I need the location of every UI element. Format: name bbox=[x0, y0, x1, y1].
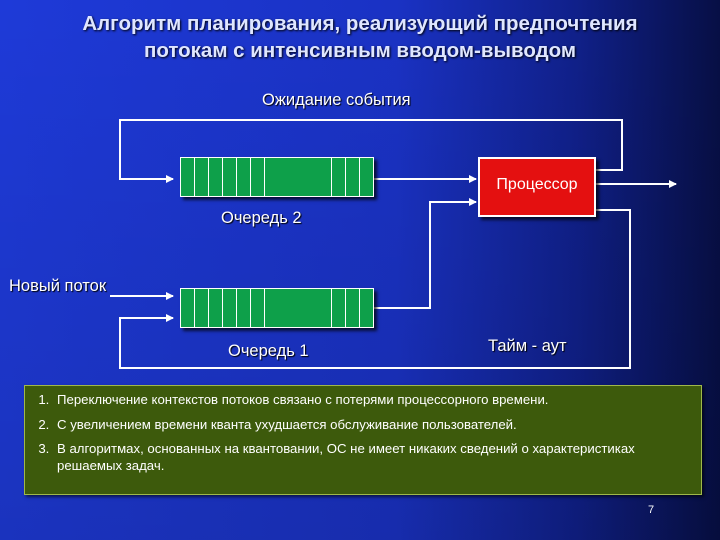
note-item-3: В алгоритмах, основанных на квантовании,… bbox=[53, 441, 691, 474]
timeout-label: Тайм - аут bbox=[488, 337, 567, 355]
queue-1-label: Очередь 1 bbox=[228, 342, 309, 360]
queue-2 bbox=[180, 157, 374, 197]
queue-1 bbox=[180, 288, 374, 328]
note-item-1: Переключение контекстов потоков связано … bbox=[53, 392, 691, 409]
notes-list: Переключение контекстов потоков связано … bbox=[25, 386, 701, 474]
event-wait-line bbox=[119, 119, 623, 183]
queue-2-label: Очередь 2 bbox=[221, 209, 302, 227]
queue1-to-processor-line bbox=[374, 198, 477, 309]
title-line-2: потокам с интенсивным вводом-выводом bbox=[143, 39, 577, 62]
timeout-loop-line bbox=[119, 209, 631, 369]
processor-label: Процессор bbox=[496, 176, 578, 193]
new-thread-label: Новый поток bbox=[9, 277, 107, 295]
notes-box: Переключение контекстов потоков связано … bbox=[24, 385, 702, 495]
event-wait-label: Ожидание события bbox=[262, 91, 411, 109]
page-number: 7 bbox=[648, 504, 655, 516]
processor-box: Процессор bbox=[478, 157, 596, 217]
title-line-1: Алгоритм планирования, реализующий предп… bbox=[82, 12, 638, 35]
note-item-2: С увеличением времени кванта ухудшается … bbox=[53, 417, 691, 434]
